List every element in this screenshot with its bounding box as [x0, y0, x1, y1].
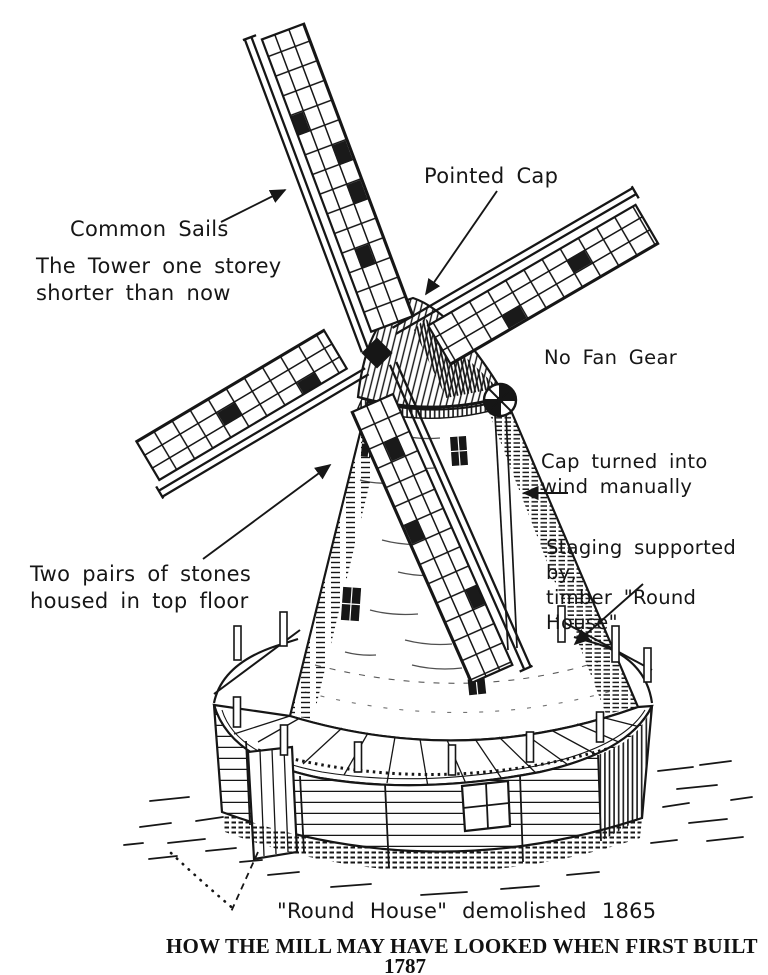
- label-cap-turned: Cap turned into wind manually: [541, 450, 708, 498]
- sail-lower-right: [350, 361, 533, 685]
- ground-strokes: [123, 760, 753, 896]
- common-sails-arrow: [220, 189, 287, 223]
- label-staging: Staging supported by, timber "Round Hous…: [546, 536, 737, 634]
- deck-planks: [233, 715, 641, 788]
- label-common-sails: Common Sails: [70, 217, 229, 241]
- sail-upper-left: [242, 22, 415, 353]
- label-stones: Two pairs of stones housed in top floor: [30, 562, 252, 613]
- stones-arrow: [202, 463, 332, 560]
- label-pointed-cap: Pointed Cap: [424, 164, 559, 188]
- sail-lower-left: [134, 328, 370, 500]
- winding-wheel: [482, 382, 518, 418]
- staging-arrow: [573, 583, 644, 646]
- pointed-cap-arrow: [425, 190, 498, 296]
- caption-year: 1787: [384, 954, 426, 975]
- ground-dotted-line: [169, 851, 238, 913]
- sail-hub-canister: [361, 337, 393, 369]
- caption-title: HOW THE MILL MAY HAVE LOOKED WHEN FIRST …: [166, 934, 758, 958]
- deck-shadow: [257, 746, 611, 776]
- round-house: [212, 704, 654, 872]
- round-house-window: [460, 779, 512, 833]
- tower-right-shading: [485, 399, 638, 714]
- foundation-rubble: [222, 812, 642, 872]
- label-round-house: "Round House" demolished 1865: [277, 899, 657, 923]
- label-tower-note: The Tower one storey shorter than now: [36, 254, 282, 305]
- label-no-fan-gear: No Fan Gear: [544, 346, 678, 369]
- round-house-right-facet: [598, 706, 652, 841]
- staging-back-railing: [212, 605, 654, 704]
- staging-front-posts: [232, 696, 605, 776]
- annotation-arrows: [202, 189, 644, 646]
- sail-upper-right: [391, 185, 660, 366]
